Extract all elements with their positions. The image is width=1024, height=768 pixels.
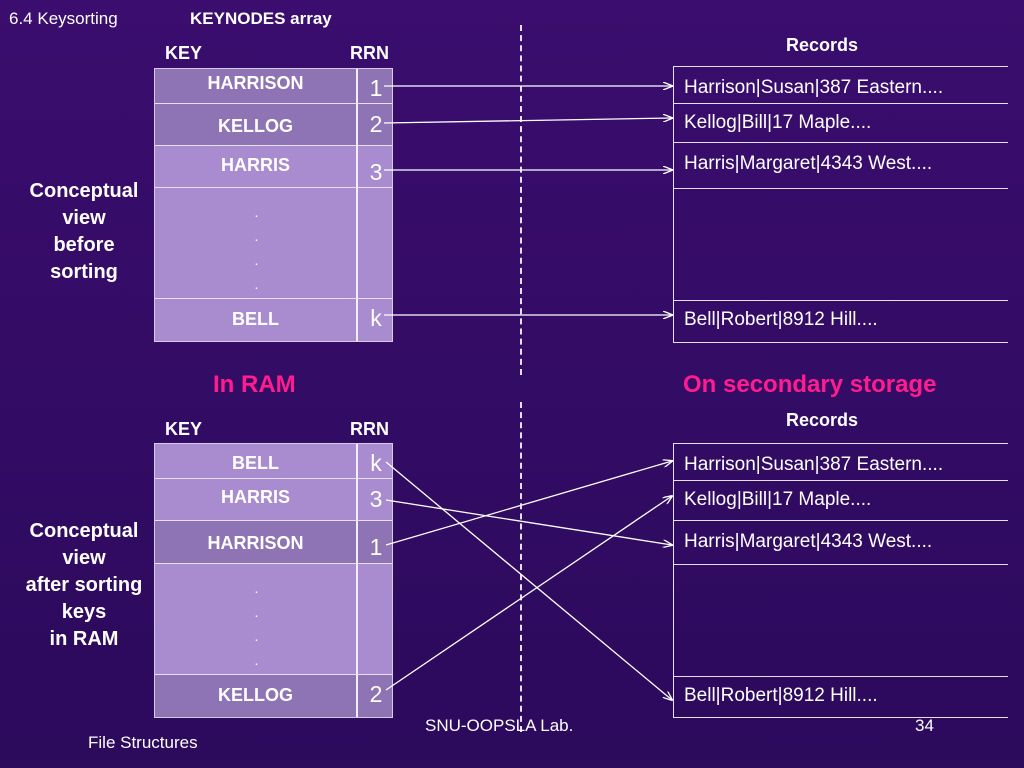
divider-bottom [520, 402, 522, 732]
section-heading: 6.4 Keysorting [9, 9, 118, 28]
page-number: 34 [915, 716, 934, 735]
table-row-ellipsis: .... [155, 188, 392, 299]
footer-course: File Structures [88, 733, 198, 752]
bottom-records-header: Records [786, 410, 859, 430]
record-row-empty [674, 565, 1008, 677]
record-text: Harris|Margaret|4343 West.... [684, 531, 933, 552]
arrow-harris-sorted [385, 499, 672, 545]
arrow-bell-sorted [385, 461, 672, 700]
arrow-kellog-sorted [385, 496, 672, 691]
ellipsis-dots: .... [254, 204, 259, 292]
table-row: KELLOG 2 [155, 675, 392, 717]
table-row: HARRIS 3 [155, 479, 392, 521]
rrn-cell: 2 [369, 111, 383, 137]
record-row: Bell|Robert|8912 Hill.... [674, 301, 1008, 342]
divider-top [520, 25, 522, 375]
key-cell: HARRISON [155, 521, 358, 563]
key-cell-empty [155, 564, 358, 674]
side-label-line: before [53, 234, 115, 256]
side-label-line: Conceptual [29, 520, 139, 542]
record-row-empty [674, 189, 1008, 301]
record-text: Bell|Robert|8912 Hill.... [684, 309, 878, 330]
top-key-header: KEY [165, 43, 203, 63]
record-text: Harrison|Susan|387 Eastern.... [684, 77, 944, 98]
key-cell: HARRIS [155, 479, 358, 520]
top-rrn-header: RRN [350, 43, 389, 63]
key-cell: KELLOG [155, 675, 358, 717]
side-label-after: Conceptual view after sorting keys in RA… [9, 518, 159, 653]
key-cell-empty [155, 188, 358, 298]
keynodes-table-before: HARRISON 1 KELLOG 2 HARRIS 3 .... BELL k [154, 68, 393, 342]
side-label-line: sorting [50, 261, 118, 283]
table-row: KELLOG 2 [155, 104, 392, 146]
rrn-cell: 3 [369, 486, 383, 512]
record-text: Kellog|Bill|17 Maple.... [684, 112, 872, 133]
table-row-ellipsis: .... [155, 564, 392, 675]
bottom-key-header: KEY [165, 419, 203, 439]
side-label-line: in RAM [49, 628, 119, 650]
region-label-storage: On secondary storage [683, 371, 937, 398]
arrow-kellog [383, 118, 672, 124]
footer-lab: SNU-OOPSLA Lab. [425, 716, 574, 735]
rrn-cell: 2 [369, 681, 383, 707]
key-cell: HARRIS [155, 146, 358, 187]
rrn-cell: 1 [369, 75, 383, 101]
table-row: HARRISON 1 [155, 521, 392, 564]
rrn-cell: 1 [369, 534, 383, 560]
side-label-line: keys [61, 601, 107, 623]
record-row: Kellog|Bill|17 Maple.... [674, 104, 1008, 143]
top-records-header: Records [786, 35, 859, 55]
region-label-ram: In RAM [213, 371, 296, 398]
record-row: Bell|Robert|8912 Hill.... [674, 677, 1008, 717]
rrn-cell: k [370, 305, 382, 331]
record-row: Kellog|Bill|17 Maple.... [674, 481, 1008, 521]
records-file-after: Harrison|Susan|387 Eastern.... Kellog|Bi… [673, 443, 1008, 718]
slide-title: KEYNODES array [190, 9, 332, 28]
side-label-line: Conceptual [29, 180, 139, 202]
record-text: Harrison|Susan|387 Eastern.... [684, 454, 944, 475]
table-row: BELL k [155, 299, 392, 341]
side-label-line: view [62, 207, 106, 229]
record-row: Harrison|Susan|387 Eastern.... [674, 444, 1008, 481]
keynodes-table-after: BELL k HARRIS 3 HARRISON 1 .... KELLOG 2 [154, 443, 393, 718]
bottom-rrn-header: RRN [350, 419, 389, 439]
record-row: Harris|Margaret|4343 West.... [674, 521, 1008, 565]
record-row: Harrison|Susan|387 Eastern.... [674, 67, 1008, 104]
key-cell: BELL [155, 299, 358, 341]
record-text: Harris|Margaret|4343 West.... [684, 153, 933, 174]
record-row: Harris|Margaret|4343 West.... [674, 143, 1008, 189]
table-row: HARRIS 3 [155, 146, 392, 188]
table-row: BELL k [155, 444, 392, 479]
ellipsis-dots: .... [254, 580, 259, 668]
key-cell: BELL [155, 444, 358, 478]
key-cell: HARRISON [155, 69, 358, 103]
records-file-before: Harrison|Susan|387 Eastern.... Kellog|Bi… [673, 66, 1008, 343]
rrn-cell: 3 [369, 159, 383, 185]
side-label-line: after sorting [25, 574, 143, 596]
record-text: Bell|Robert|8912 Hill.... [684, 685, 878, 706]
table-row: HARRISON 1 [155, 69, 392, 104]
record-text: Kellog|Bill|17 Maple.... [684, 489, 872, 510]
rrn-cell: k [370, 450, 382, 476]
key-cell: KELLOG [155, 104, 358, 145]
side-label-before: Conceptual view before sorting [9, 178, 159, 286]
side-label-line: view [62, 547, 106, 569]
arrow-harrison-sorted [385, 461, 672, 546]
